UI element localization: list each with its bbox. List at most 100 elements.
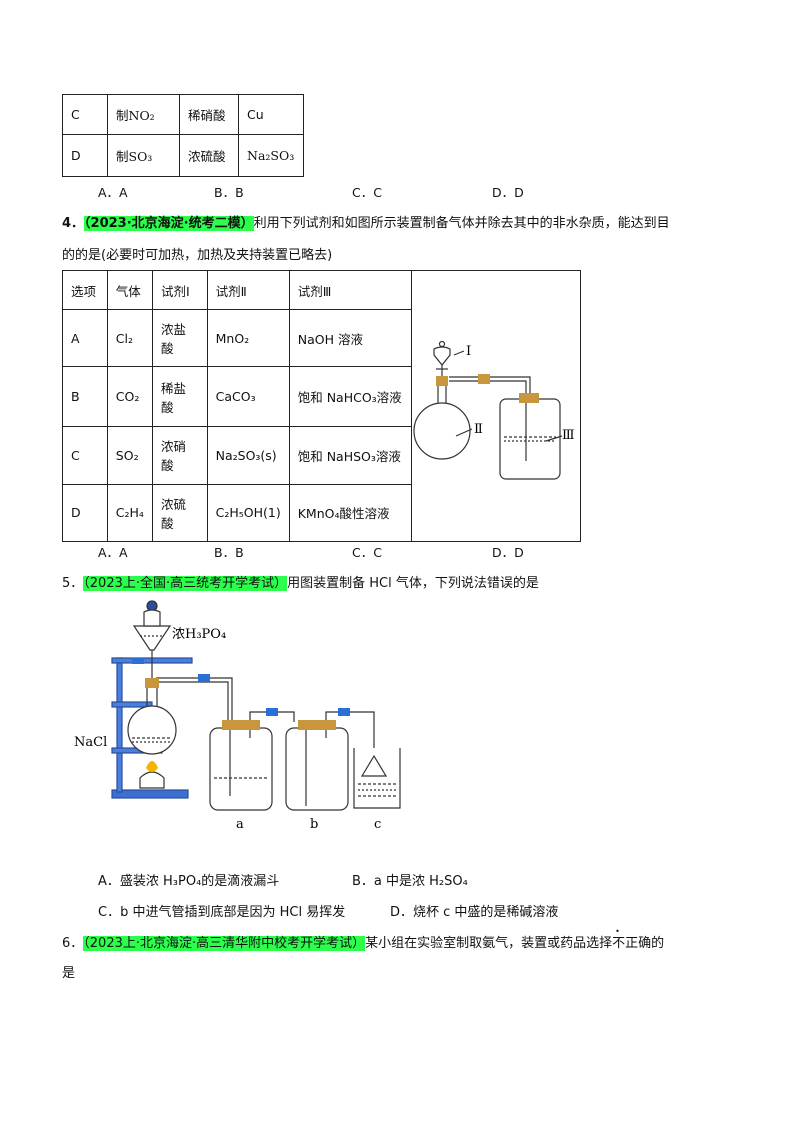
beaker-c (353, 748, 401, 809)
q6-line1: 6．（2023上·北京海淀·高三清华附中校考开学考试）某小组在实验室制取氨气，装… (62, 932, 664, 951)
cell-reagent2: Na₂SO₃ (238, 134, 304, 177)
q5-option-d: D．烧杯 c 中盛的是稀碱溶液 (390, 905, 559, 920)
label-c: c (374, 817, 381, 832)
option-b: B．B (214, 545, 244, 560)
q4-line1: 4．（2023·北京海淀·统考二模）利用下列试剂和如图所示装置制备气体并除去其中… (62, 212, 670, 231)
q4-apparatus-diagram: Ⅰ Ⅱ Ⅲ (413, 340, 575, 480)
cell-reagent3: NaOH 溶液 (288, 308, 412, 368)
stopper-knob (438, 340, 446, 348)
cell-reagent3: KMnO₄酸性溶液 (288, 483, 412, 542)
stand-base (111, 789, 189, 799)
hose-clip (198, 674, 210, 682)
q4-text: 利用下列试剂和如图所示装置制备气体并除去其中的非水杂质，能达到目 (253, 216, 670, 231)
cell-gas: C₂H₄ (106, 483, 153, 542)
q5-apparatus-diagram: 浓H₃PO₄ NaCl a b c (74, 600, 401, 832)
option-d: D．D (492, 185, 524, 200)
header-reagent2: 试剂Ⅱ (206, 270, 290, 310)
cell-gas: Cl₂ (106, 308, 153, 368)
cell-reagent1-line1: 稀盐 (160, 380, 186, 396)
option-a: A．A (98, 185, 128, 200)
label-reagent1: Ⅰ (466, 344, 471, 359)
cell-reagent1-line2: 酸 (160, 515, 174, 531)
bottle-a-stopper (222, 720, 260, 730)
q4-text-line2: 的的是(必要时可加热，加热及夹持装置已略去) (62, 248, 333, 263)
q5-line: 5．（2023上·全国·高三统考开学考试）用图装置制备 HCl 气体，下列说法错… (62, 572, 539, 591)
q6-text: 某小组在实验室制取氨气，装置或药品选择 (365, 936, 613, 951)
cell-reagent1-line1: 浓硫 (160, 496, 186, 512)
option-c: C．C (352, 545, 382, 560)
cell-opt: C (62, 426, 108, 485)
q6-source-tag: （2023上·北京海淀·高三清华附中校考开学考试） (83, 936, 366, 951)
round-bottom-flask (413, 402, 471, 460)
cell-reagent1-line2: 酸 (160, 399, 174, 415)
flame (146, 761, 158, 772)
cell-opt: C (62, 94, 108, 135)
flask-stopper (145, 678, 159, 688)
option-c: C．C (352, 185, 382, 200)
dropping-funnel (132, 625, 172, 651)
alcohol-lamp (139, 771, 165, 789)
q5-text: 用图装置制备 HCl 气体，下列说法错误的是 (287, 576, 539, 591)
q5-option-c: C．b 中进气管插到底部是因为 HCl 易挥发 (98, 905, 346, 920)
cell-opt: D (62, 134, 108, 177)
header-reagent1: 试剂Ⅰ (151, 270, 208, 310)
q4-number: 4． (62, 216, 85, 231)
header-reagent3: 试剂Ⅲ (288, 270, 412, 310)
q5-source-tag: （2023上·全国·高三统考开学考试） (83, 576, 288, 591)
separatory-funnel (433, 346, 451, 366)
bottle-b-stopper (298, 720, 336, 730)
q5-number: 5． (62, 576, 84, 591)
q6-emphasis: 不正确 (612, 936, 651, 951)
label-reagent2: Ⅱ (474, 422, 483, 437)
q5-option-a: A．盛装浓 H₃PO₄的是滴液漏斗 (98, 874, 280, 889)
label-salt: NaCl (74, 735, 107, 750)
cell-reagent2: C₂H₅OH(1) (206, 483, 290, 542)
cell-reagent3: 饱和 NaHSO₃溶液 (288, 426, 412, 485)
cell-opt: A (62, 308, 108, 368)
label-reagent3: Ⅲ (562, 428, 575, 443)
hose-clip (266, 708, 278, 716)
cell-reagent2: Cu (238, 94, 304, 135)
cell-gas: 制SO₃ (107, 134, 180, 177)
option-b: B．B (214, 185, 244, 200)
label-acid: 浓H₃PO₄ (172, 627, 226, 642)
header-gas: 气体 (106, 270, 153, 310)
cell-reagent2: MnO₂ (206, 308, 290, 368)
cell-opt: D (62, 483, 108, 542)
cell-reagent1: 浓盐酸 (151, 308, 208, 368)
q6-number: 6． (62, 936, 84, 951)
cell-reagent1-line1: 浓盐 (160, 322, 186, 338)
hose-clip (477, 374, 490, 384)
hose-clip (338, 708, 350, 716)
option-a: A．A (98, 545, 128, 560)
cell-reagent1-line2: 酸 (160, 341, 174, 357)
q6-line2: 是 (62, 966, 76, 981)
stand-rod (116, 657, 123, 793)
q4-source-tag: （2023·北京海淀·统考二模） (84, 216, 254, 231)
cell-reagent1: 稀盐酸 (151, 366, 208, 428)
option-d: D．D (492, 545, 524, 560)
cell-reagent1: 稀硝酸 (179, 94, 239, 135)
label-a: a (236, 817, 244, 832)
cell-gas: CO₂ (106, 366, 153, 428)
cell-reagent2: Na₂SO₃(s) (206, 426, 290, 485)
cell-reagent1-line2: 酸 (160, 458, 174, 474)
bottle-b (285, 727, 349, 811)
distilling-flask (127, 705, 177, 755)
cell-reagent1: 浓硫酸 (179, 134, 239, 177)
cell-reagent1: 浓硝酸 (151, 426, 208, 485)
q6-text-post: 的 (651, 936, 665, 951)
cell-gas: SO₂ (106, 426, 153, 485)
q4-apparatus-cell: Ⅰ Ⅱ Ⅲ (410, 270, 582, 542)
bottle-a (209, 727, 273, 811)
top-table: C 制NO₂ 稀硝酸 Cu D 制SO₃ 浓硫酸 Na₂SO₃ (62, 94, 304, 177)
label-b: b (310, 817, 318, 832)
header-option: 选项 (62, 270, 108, 310)
stopper (435, 376, 448, 386)
q5-option-b: B．a 中是浓 H₂SO₄ (352, 874, 468, 889)
cell-reagent1-line1: 浓硝 (160, 439, 186, 455)
cell-reagent1: 浓硫酸 (151, 483, 208, 542)
q4-table: 选项 气体 试剂Ⅰ 试剂Ⅱ 试剂Ⅲ (62, 270, 582, 542)
bottle-stopper (518, 393, 539, 403)
cell-opt: B (62, 366, 108, 428)
